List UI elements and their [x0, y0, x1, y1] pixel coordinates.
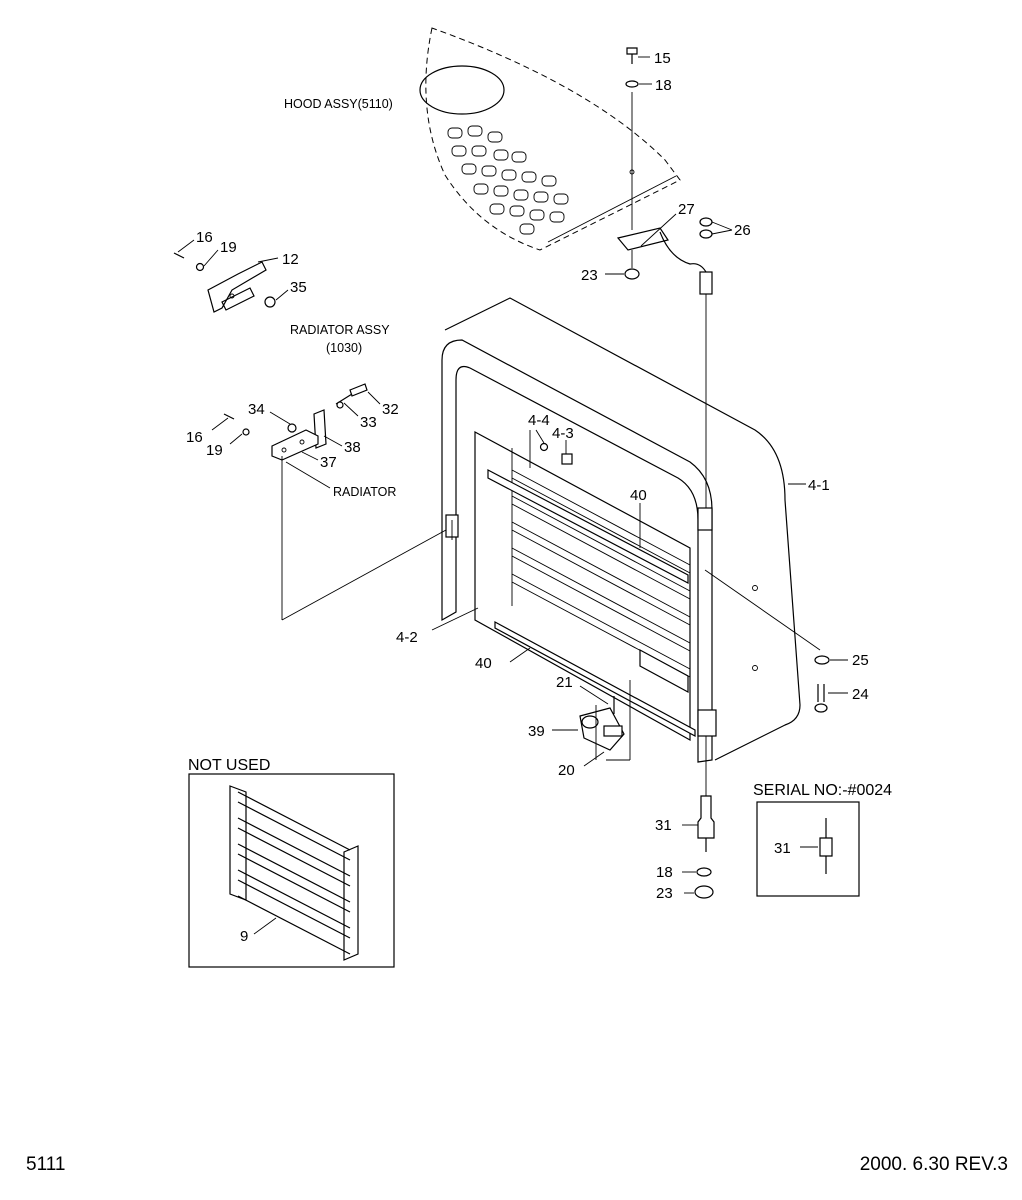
callout-40-bottom: 40 [475, 655, 492, 672]
radiator-caption: RADIATOR [333, 485, 396, 499]
assembly-lines [281, 456, 453, 621]
callout-16-top: 16 [196, 229, 213, 246]
callout-27: 27 [678, 201, 695, 218]
callout-40-top: 40 [630, 487, 647, 504]
callout-18-top: 18 [655, 77, 672, 94]
callout-15: 15 [654, 50, 671, 67]
callout-39: 39 [528, 723, 545, 740]
radiator-shroud [441, 297, 801, 763]
callout-33: 33 [360, 414, 377, 431]
fasteners [539, 47, 830, 899]
callout-31: 31 [655, 817, 672, 834]
callout-34: 34 [248, 401, 265, 418]
callout-19-top: 19 [220, 239, 237, 256]
leader-lines [177, 56, 848, 894]
callout-32: 32 [382, 401, 399, 418]
callout-9: 9 [240, 928, 248, 945]
serial-no-caption: SERIAL NO:-#0024 [753, 782, 892, 799]
callout-31-inset: 31 [774, 840, 791, 857]
callout-38: 38 [344, 439, 361, 456]
hood-assy-caption: HOOD ASSY(5110) [284, 97, 393, 111]
hood-assembly [419, 27, 681, 251]
callout-19-mid: 19 [206, 442, 223, 459]
radiator-assy-number-caption: (1030) [326, 341, 362, 355]
latch-assembly [579, 680, 631, 761]
callout-35: 35 [290, 279, 307, 296]
callout-12: 12 [282, 251, 299, 268]
revision-date: 2000. 6.30 REV.3 [859, 1154, 1008, 1175]
not-used-caption: NOT USED [188, 757, 270, 774]
radiator-bracket [223, 383, 368, 461]
callout-4-1: 4-1 [808, 477, 830, 494]
radiator-assy-bracket [173, 252, 276, 313]
callout-20: 20 [558, 762, 575, 779]
page-number: 5111 [26, 1154, 66, 1175]
callout-26: 26 [734, 222, 751, 239]
callout-23-top: 23 [581, 267, 598, 284]
not-used-inset [188, 773, 395, 968]
callout-25: 25 [852, 652, 869, 669]
callout-16-mid: 16 [186, 429, 203, 446]
callout-24: 24 [852, 686, 869, 703]
serial-inset [756, 801, 860, 897]
hood-bracket [616, 227, 713, 295]
callout-21: 21 [556, 674, 573, 691]
callout-4-2: 4-2 [396, 629, 418, 646]
callout-4-4: 4-4 [528, 412, 550, 429]
callout-18-bottom: 18 [656, 864, 673, 881]
callout-numbers: 15 18 27 26 23 16 19 12 35 34 33 32 16 1… [186, 50, 869, 945]
callout-37: 37 [320, 454, 337, 471]
radiator-assy-caption: RADIATOR ASSY [290, 323, 390, 337]
callout-4-3: 4-3 [552, 425, 574, 442]
callout-23-bottom: 23 [656, 885, 673, 902]
